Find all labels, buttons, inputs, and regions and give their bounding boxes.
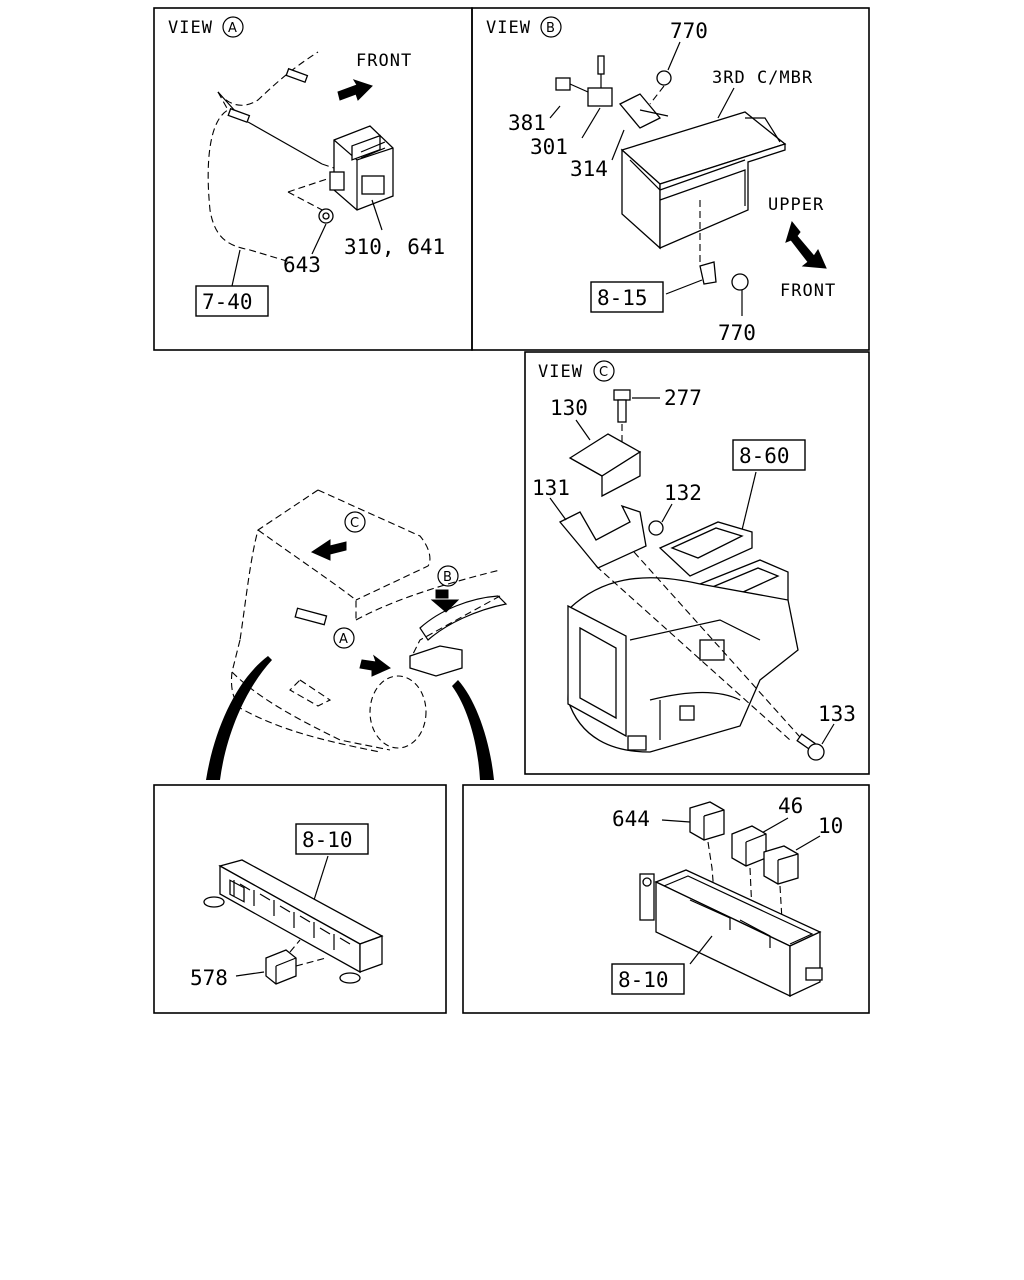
cab-overview: C B A (206, 489, 508, 780)
bracket-icon (618, 93, 662, 129)
ref-box-8-10-right (611, 963, 685, 995)
ref-box-7-40 (195, 285, 269, 317)
relay-578-icon (265, 949, 297, 985)
callout-10: 10 (818, 814, 843, 838)
view-a-front-label: FRONT (356, 51, 412, 71)
view-c-marker: C (599, 365, 608, 380)
cab-marker-b: B (443, 570, 452, 585)
callout-277: 277 (664, 386, 702, 410)
bolt-icon (555, 77, 571, 91)
callout-770-bottom: 770 (718, 321, 756, 345)
callout-130: 130 (550, 396, 588, 420)
arrow-a-icon (359, 654, 391, 677)
relay-block-icon (294, 607, 328, 626)
front-label-b: FRONT (780, 281, 836, 301)
clip-icon (699, 261, 717, 285)
callout-578: 578 (190, 966, 228, 990)
view-c-group: VIEW C 277 130 8-60 131 132 (532, 360, 856, 761)
bolt-icon (796, 733, 825, 761)
callout-381: 381 (508, 111, 546, 135)
callout-46: 46 (778, 794, 803, 818)
relay-box-icon (409, 645, 463, 677)
relay-box-8-10-icon (639, 869, 823, 998)
cab-marker-a: A (339, 632, 348, 647)
ref-box-8-60 (732, 439, 806, 471)
view-a-title: VIEW (168, 18, 213, 38)
callout-310-641: 310, 641 (344, 235, 445, 259)
ref-box-8-10-left (295, 823, 369, 855)
bracket-131-icon (558, 504, 647, 569)
view-c-panel (524, 351, 870, 775)
connector-swoosh-right (452, 680, 494, 780)
switch-icon (587, 87, 613, 107)
stud-icon (285, 67, 309, 84)
arrow-b-down-icon (430, 599, 460, 613)
nut-icon (656, 70, 672, 86)
view-b-marker: B (546, 21, 555, 36)
ref-8-60: 8-60 (739, 444, 790, 468)
callout-644: 644 (612, 807, 650, 831)
ref-8-15: 8-15 (597, 286, 648, 310)
view-c-title: VIEW (538, 362, 583, 382)
view-b-group: VIEW B 770 3RD C/MBR 38 (486, 16, 836, 345)
wheel-icon (369, 675, 427, 749)
arrow-b-icon (435, 589, 449, 599)
dash-panel-outline (217, 51, 319, 106)
callout-131: 131 (532, 476, 570, 500)
view-b-title: VIEW (486, 18, 531, 38)
upper-label: UPPER (768, 195, 824, 215)
relay-644-icon (689, 801, 725, 841)
ref-8-10-right: 8-10 (618, 968, 669, 992)
bracket-130-icon (568, 433, 642, 498)
bolt-icon (613, 389, 631, 401)
relay-box-panel (462, 784, 870, 1014)
relay-block-8-10-icon (203, 859, 384, 984)
ref-8-10-left: 8-10 (302, 828, 353, 852)
relay-box-group: 644 46 10 (611, 794, 843, 998)
relay-10-icon (763, 845, 799, 885)
relay-46-icon (731, 825, 767, 867)
cab-marker-c: C (350, 516, 359, 531)
callout-770-top: 770 (670, 19, 708, 43)
callout-314: 314 (570, 157, 608, 181)
upper-front-arrow-icon (785, 220, 827, 269)
heater-unit-icon (567, 521, 799, 753)
relay-block-panel (153, 784, 447, 1014)
nut-icon (731, 273, 749, 291)
connector-swoosh-left (206, 656, 272, 780)
cross-member-icon (620, 111, 787, 250)
ref-7-40: 7-40 (202, 290, 253, 314)
view-b-panel (471, 7, 870, 351)
stud-icon (227, 107, 251, 124)
member-label: 3RD C/MBR (712, 68, 813, 88)
view-a-marker: A (228, 21, 237, 36)
relay-block-group: 8-10 578 (190, 823, 384, 990)
control-unit-icon (329, 125, 394, 211)
callout-301: 301 (530, 135, 568, 159)
front-arrow-icon (337, 79, 373, 101)
view-a-marker-circle (222, 16, 244, 38)
arrow-c-icon (310, 539, 347, 561)
callout-643: 643 (283, 253, 321, 277)
callout-132: 132 (664, 481, 702, 505)
ref-box-8-15 (590, 281, 664, 313)
nut-icon (648, 520, 664, 536)
view-a-group: VIEW A FRONT 643 310, 64 (168, 16, 445, 317)
callout-133: 133 (818, 702, 856, 726)
